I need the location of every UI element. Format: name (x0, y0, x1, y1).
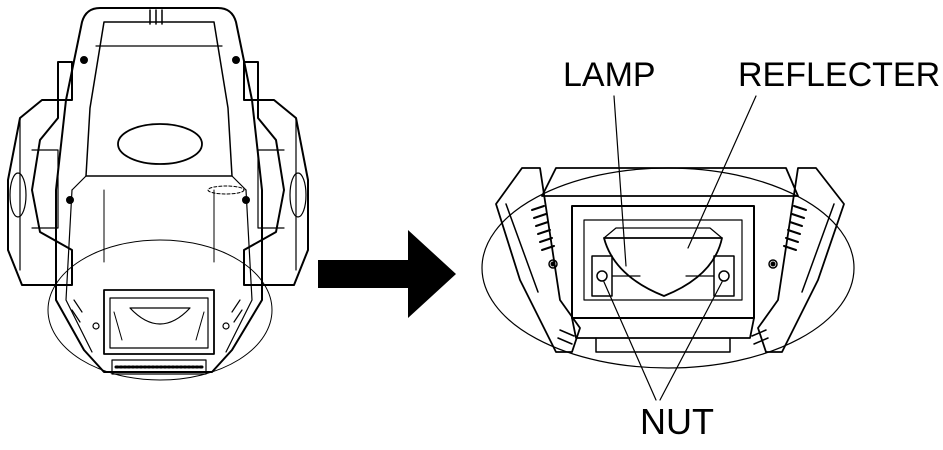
fixture-full-view (7, 7, 309, 381)
detail-highlight-ellipse (47, 239, 273, 381)
lamp-label: LAMP (563, 56, 656, 94)
lamp-housing (571, 205, 755, 319)
reflector-label: REFLECTER (738, 56, 941, 94)
nut-label: NUT (640, 401, 714, 442)
nut-leader-right (659, 281, 723, 401)
oval-window (117, 123, 203, 165)
arrow-right (318, 230, 456, 318)
reflector-leader (687, 95, 757, 249)
reflector-bowl (603, 237, 723, 297)
nut-leader-left (603, 281, 657, 401)
nut-left (596, 270, 608, 282)
fixture-detail-view (481, 95, 855, 401)
lamp-leader (613, 95, 627, 267)
nut-right (718, 270, 730, 282)
left-yoke-arm (7, 61, 73, 286)
right-yoke-arm (243, 61, 309, 286)
